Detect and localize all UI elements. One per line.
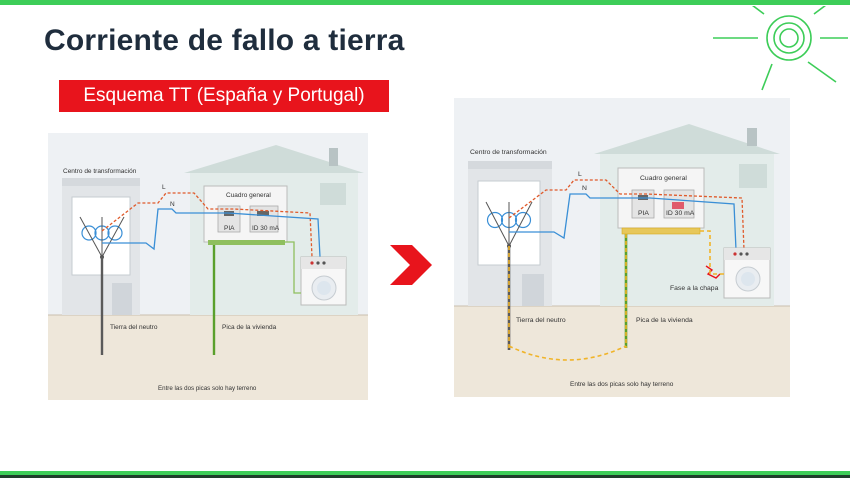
- diagram-fault-current: Centro de transformación Cuadro general …: [454, 98, 790, 397]
- phase-line-l: [101, 192, 313, 258]
- ground-note: Entre las dos picas solo hay terreno: [158, 385, 257, 392]
- breaker-pia-label: PIA: [638, 210, 649, 217]
- top-accent-bar: [0, 0, 850, 5]
- ground-note: Entre las dos picas solo hay terreno: [570, 381, 674, 388]
- chevron-right-icon: [390, 245, 432, 285]
- fault-path-panel: [700, 230, 724, 275]
- breaker-id-label: ID 30 mA: [666, 210, 695, 217]
- earth-bar: [208, 240, 285, 245]
- rod-neutral-label: Tierra del neutro: [110, 324, 158, 331]
- scheme-subtitle-banner: Esquema TT (España y Portugal): [59, 80, 389, 112]
- sun-rays-icon: [713, 6, 848, 91]
- earth-bar: [621, 227, 701, 235]
- neutral-line-n: [509, 193, 737, 251]
- fault-label: Fase a la chapa: [670, 285, 719, 292]
- fault-path-ground-arc: [508, 345, 627, 361]
- washing-machine-icon: [723, 247, 771, 299]
- transformer-label: Centro de transformación: [470, 149, 547, 156]
- breaker-pia-label: PIA: [224, 225, 235, 232]
- rod-house-label: Pica de la vivienda: [636, 317, 693, 324]
- line-n-label: N: [170, 201, 175, 208]
- breaker-pia: [631, 189, 655, 219]
- line-n-label: N: [582, 185, 587, 192]
- breaker-id-label: ID 30 mA: [252, 225, 280, 232]
- line-l-label: L: [162, 184, 166, 191]
- tripped-indicator: [672, 202, 684, 209]
- washing-machine-icon: [300, 256, 347, 306]
- rod-neutral-label: Tierra del neutro: [516, 317, 566, 324]
- slide-title: Corriente de fallo a tierra: [44, 24, 405, 57]
- panel-label: Cuadro general: [226, 192, 271, 199]
- neutral-line-n: [102, 208, 321, 258]
- diagram-normal-operation: Centro de transformación Cuadro general …: [48, 133, 368, 400]
- transformer-label: Centro de transformación: [63, 168, 137, 175]
- bottom-accent-bar: [0, 471, 850, 478]
- breaker-differential: [249, 205, 279, 233]
- rod-house-label: Pica de la vivienda: [222, 324, 277, 331]
- fault-spark-icon: [705, 265, 721, 279]
- panel-label: Cuadro general: [640, 175, 687, 182]
- line-l-label: L: [578, 171, 582, 178]
- phase-line-l: [508, 179, 745, 251]
